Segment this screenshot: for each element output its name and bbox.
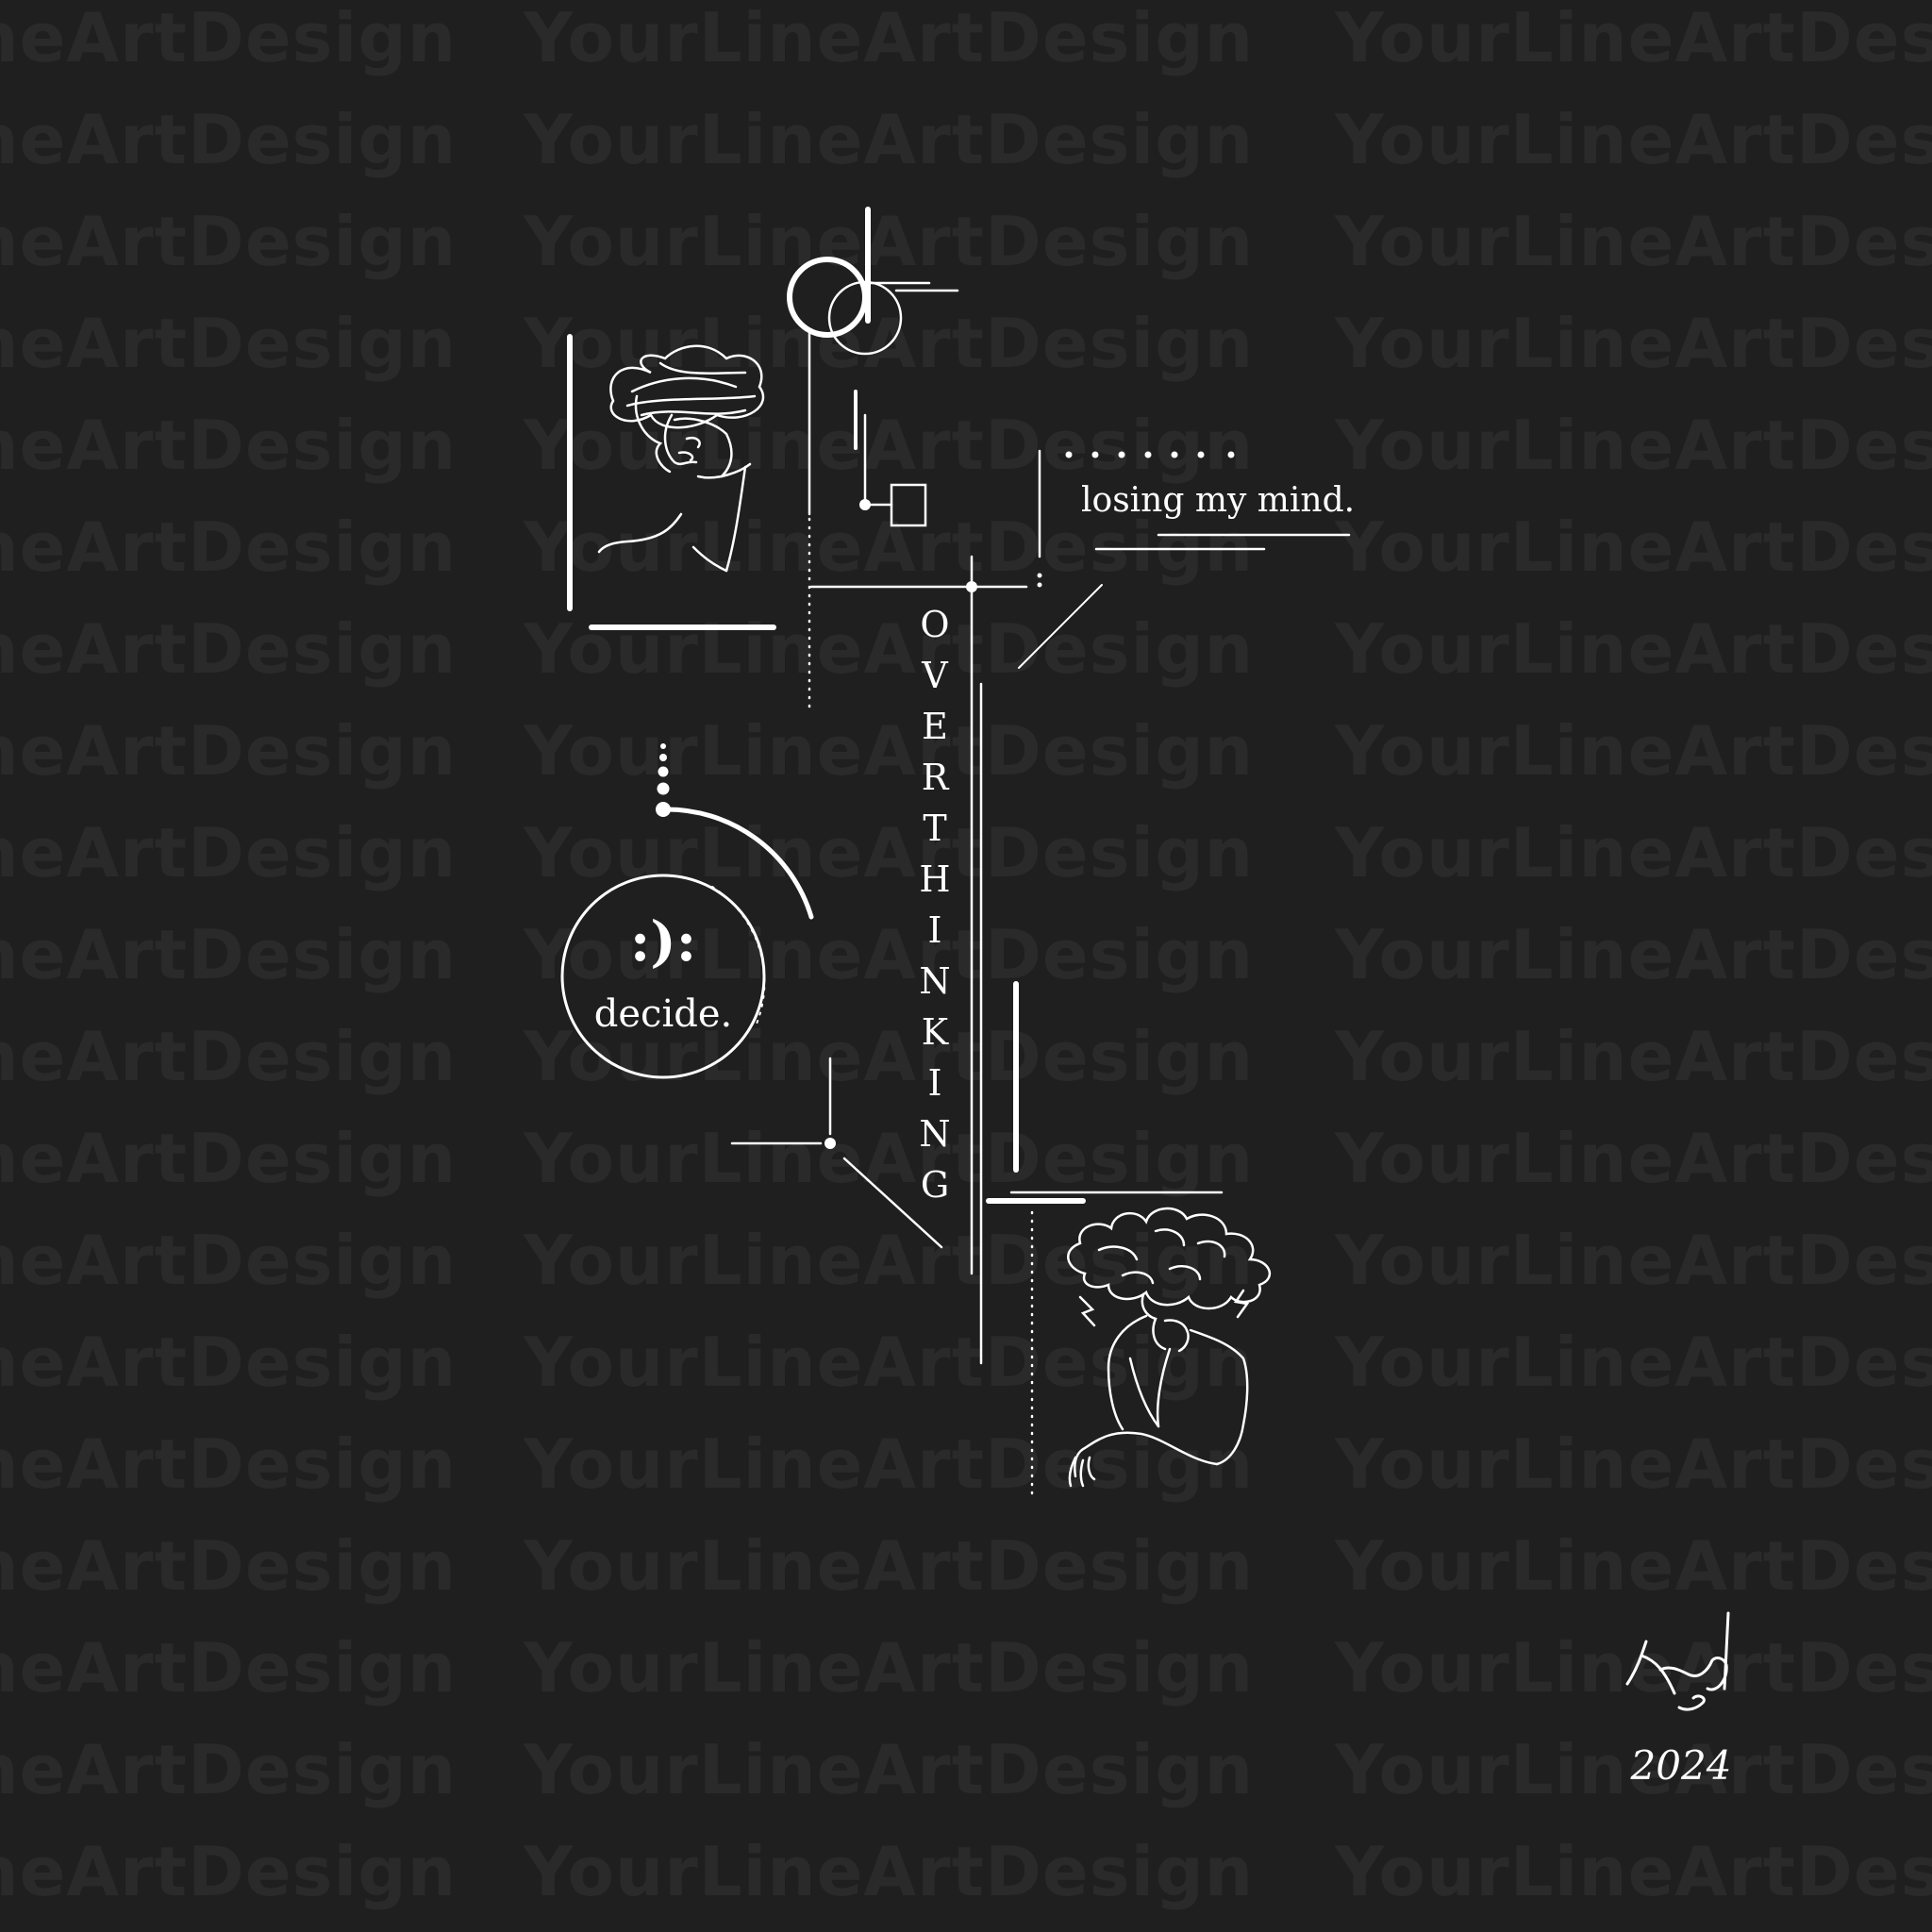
watermark-text: YourLineArtDesign xyxy=(1334,1323,1932,1402)
watermark-text: YourLineArtDesign xyxy=(523,1730,1254,1809)
watermark-text: YourLineArtDesign xyxy=(0,1730,457,1809)
vertical-letter: H xyxy=(919,858,950,900)
vertical-letter: N xyxy=(919,960,950,1002)
watermark-text: YourLineArtDesign xyxy=(523,1628,1254,1707)
watermark-text: YourLineArtDesign xyxy=(523,304,1254,383)
watermark-text: YourLineArtDesign xyxy=(0,100,457,179)
watermark-text: YourLineArtDesign xyxy=(1334,202,1932,281)
top-circles-motif xyxy=(787,207,959,709)
scribble-head-portrait xyxy=(597,344,765,573)
vertical-letter: V xyxy=(921,655,948,696)
lower-left-connector xyxy=(730,1057,943,1249)
losing-my-mind-caption: losing my mind. xyxy=(1065,451,1355,551)
watermark-text: YourLineArtDesign xyxy=(0,1323,457,1402)
watermark-text: YourLineArtDesign xyxy=(0,1628,457,1707)
watermark-text: YourLineArtDesign xyxy=(523,1119,1254,1198)
watermark-text: YourLineArtDesign xyxy=(0,1017,457,1096)
center-connector xyxy=(809,449,1103,1275)
watermark-text: YourLineArtDesign xyxy=(0,508,457,587)
watermark-text: YourLineArtDesign xyxy=(523,1832,1254,1911)
watermark-text: YourLineArtDesign xyxy=(0,711,457,791)
watermark-text: YourLineArtDesign xyxy=(523,1526,1254,1606)
watermark-text: YourLineArtDesign xyxy=(523,915,1254,994)
watermark-text: YourLineArtDesign xyxy=(523,813,1254,892)
vertical-letter: T xyxy=(923,808,946,849)
watermark-text: YourLineArtDesign xyxy=(1334,609,1932,689)
watermark-text: YourLineArtDesign xyxy=(0,1424,457,1504)
phrase-top: losing my mind. xyxy=(1081,481,1355,520)
watermark-text: YourLineArtDesign xyxy=(1334,0,1932,77)
vertical-letter: E xyxy=(922,706,948,747)
watermark-text: YourLineArtDesign xyxy=(1334,100,1932,179)
watermark-text: YourLineArtDesign xyxy=(0,609,457,689)
watermark-text: YourLineArtDesign xyxy=(523,609,1254,689)
watermark-text: YourLineArtDesign xyxy=(0,202,457,281)
vertical-letter: O xyxy=(920,604,949,645)
watermark-text: YourLineArtDesign xyxy=(0,406,457,485)
watermark-text: YourLineArtDesign xyxy=(1334,1628,1932,1707)
watermark-text: YourLineArtDesign xyxy=(1334,406,1932,485)
lower-right-lines xyxy=(986,981,1224,1502)
watermark-text: YourLineArtDesign xyxy=(0,1221,457,1300)
watermark-text: YourLineArtDesign xyxy=(523,406,1254,485)
vertical-letter: R xyxy=(922,757,950,798)
watermark-text: YourLineArtDesign xyxy=(1334,1017,1932,1096)
vertical-letter: I xyxy=(927,909,941,951)
face-symbol: :): xyxy=(630,909,696,974)
decide-label: decide. xyxy=(594,992,732,1036)
watermark-text: YourLineArtDesign xyxy=(523,1323,1254,1402)
watermark-text: YourLineArtDesign xyxy=(1334,304,1932,383)
watermark-text: YourLineArtDesign xyxy=(0,0,457,77)
watermark-text: YourLineArtDesign xyxy=(0,813,457,892)
watermark-text: YourLineArtDesign xyxy=(523,0,1254,77)
watermark-text: YourLineArtDesign xyxy=(1334,1119,1932,1198)
portrait-frame xyxy=(567,334,776,630)
vertical-letter: I xyxy=(927,1062,941,1104)
watermark-text: YourLineArtDesign xyxy=(523,202,1254,281)
vertical-letter: K xyxy=(922,1011,949,1053)
watermark-text: YourLineArtDesign xyxy=(0,1526,457,1606)
watermark-text: YourLineArtDesign xyxy=(0,304,457,383)
watermark-text: YourLineArtDesign xyxy=(523,1424,1254,1504)
watermark-text: YourLineArtDesign xyxy=(1334,1730,1932,1809)
watermark-text: YourLineArtDesign xyxy=(523,508,1254,587)
signature-year: 2024 xyxy=(1630,1742,1732,1789)
watermark-text: YourLineArtDesign xyxy=(1334,508,1932,587)
watermark-text: YourLineArtDesign xyxy=(1334,1221,1932,1300)
watermark-text: YourLineArtDesign xyxy=(0,1832,457,1911)
dotted-row xyxy=(1065,451,1235,458)
watermark-text: YourLineArtDesign xyxy=(1334,915,1932,994)
watermark-text: YourLineArtDesign xyxy=(1334,1832,1932,1911)
signature-mark: 2024 xyxy=(1625,1611,1732,1789)
vertical-letter: G xyxy=(921,1164,949,1206)
watermark-text: YourLineArtDesign xyxy=(1334,711,1932,791)
watermark-text: YourLineArtDesign xyxy=(0,915,457,994)
watermark-text: YourLineArtDesign xyxy=(523,100,1254,179)
watermark-text: YourLineArtDesign xyxy=(523,1221,1254,1300)
square-connector xyxy=(854,390,927,527)
watermark-text: YourLineArtDesign xyxy=(523,711,1254,791)
vertical-letter: N xyxy=(919,1113,950,1155)
watermark-text: YourLineArtDesign xyxy=(0,1119,457,1198)
decide-circle-group: :): decide. xyxy=(560,743,814,1079)
cloud-head-figure xyxy=(1067,1207,1272,1488)
watermark-text: YourLineArtDesign xyxy=(1334,1526,1932,1606)
watermark-text: YourLineArtDesign xyxy=(1334,813,1932,892)
watermark-text: YourLineArtDesign xyxy=(1334,1424,1932,1504)
watermark-text: YourLineArtDesign xyxy=(523,1017,1254,1096)
